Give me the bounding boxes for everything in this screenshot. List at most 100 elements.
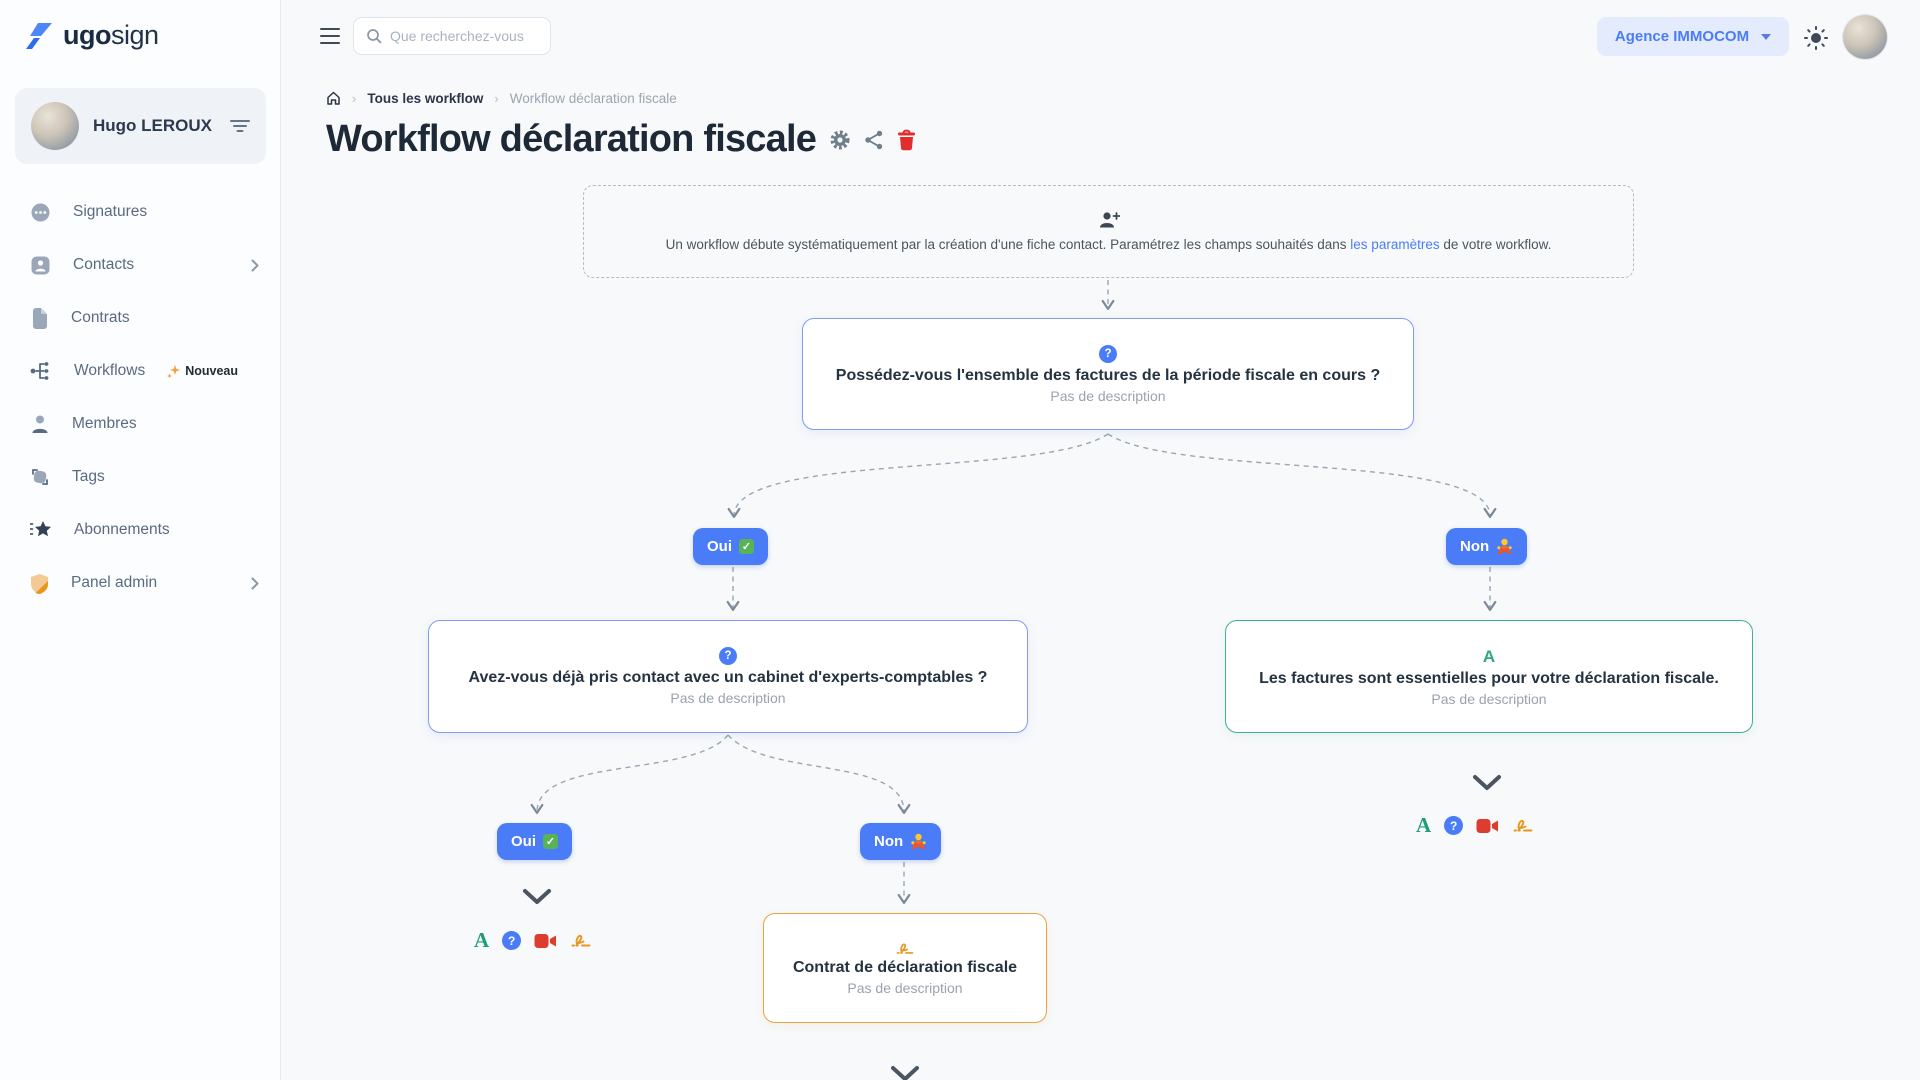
node-contract[interactable]: Contrat de déclaration fiscale Pas de de… xyxy=(763,913,1047,1023)
video-camera-icon xyxy=(1476,818,1499,833)
sidebar-item-tags[interactable]: Tags xyxy=(0,456,281,498)
branch2-yes-badge[interactable]: Oui ✓ xyxy=(497,823,572,860)
node-question-2[interactable]: ? Avez-vous déjà pris contact avec un ca… xyxy=(428,620,1028,733)
banner-settings-link[interactable]: les paramètres xyxy=(1350,237,1440,252)
branch2-no-badge[interactable]: Non xyxy=(860,823,942,860)
node-info-text[interactable]: A Les factures sont essentielles pour vo… xyxy=(1225,620,1753,733)
workflow-share-button[interactable] xyxy=(864,130,884,150)
node-description: Pas de description xyxy=(670,690,786,706)
share-icon xyxy=(865,130,883,149)
gear-icon xyxy=(830,130,850,149)
search-input[interactable] xyxy=(390,28,530,44)
members-icon xyxy=(32,415,48,433)
user-card[interactable]: Hugo LEROUX xyxy=(15,88,266,164)
signature-icon xyxy=(896,943,914,954)
expand-chevron[interactable] xyxy=(1471,773,1503,792)
title-row: Workflow déclaration fiscale xyxy=(326,118,916,161)
add-question-button[interactable]: ? xyxy=(1444,816,1464,835)
node-title: Avez-vous déjà pris contact avec un cabi… xyxy=(468,669,988,686)
sidebar-item-label: Workflows xyxy=(74,362,146,379)
search-icon xyxy=(367,29,382,44)
branch-no-badge[interactable]: Non xyxy=(1446,528,1528,565)
brand-logo[interactable]: ugosign xyxy=(24,20,159,51)
video-camera-icon xyxy=(534,933,557,948)
page-title: Workflow déclaration fiscale xyxy=(326,118,817,160)
workflow-delete-button[interactable] xyxy=(897,129,916,151)
question-icon: ? xyxy=(1099,344,1117,363)
sidebar-item-contrats[interactable]: Contrats xyxy=(0,297,281,339)
add-step-icon-row: A ? xyxy=(474,928,592,953)
node-description: Pas de description xyxy=(847,979,963,996)
main-content: Agence IMMOCOM › Tous les workflow xyxy=(281,0,1920,1080)
sidebar-item-label: Signatures xyxy=(73,203,148,220)
contracts-icon xyxy=(33,307,47,329)
subscriptions-star-icon xyxy=(30,521,51,537)
home-icon[interactable] xyxy=(326,91,341,106)
search-box xyxy=(353,17,551,55)
workflows-new-badge: Nouveau xyxy=(167,364,238,378)
breadcrumb-all-workflows[interactable]: Tous les workflow xyxy=(367,91,484,106)
banner-text: Un workflow débute systématiquement par … xyxy=(665,237,1552,252)
node-title: Contrat de déclaration fiscale xyxy=(792,958,1018,976)
chevron-down-icon xyxy=(1761,33,1772,40)
sidebar-item-abonnements[interactable]: Abonnements xyxy=(0,509,281,551)
node-description: Pas de description xyxy=(1050,387,1166,404)
sun-icon xyxy=(1804,26,1828,50)
sidebar-item-label: Tags xyxy=(72,468,105,485)
no-gesture-emoji-icon xyxy=(1497,538,1512,555)
organization-switcher[interactable]: Agence IMMOCOM xyxy=(1597,17,1789,56)
admin-shield-icon xyxy=(31,573,48,594)
add-text-block-button[interactable]: A xyxy=(1416,813,1432,837)
sidebar-item-panel-admin[interactable]: Panel admin xyxy=(0,562,281,604)
add-signature-button[interactable] xyxy=(570,932,592,949)
no-gesture-emoji-icon xyxy=(911,833,926,850)
menu-toggle-button[interactable] xyxy=(320,28,340,44)
workflow-settings-button[interactable] xyxy=(829,129,851,151)
breadcrumb-separator: › xyxy=(494,91,499,106)
sidebar-item-membres[interactable]: Membres xyxy=(0,403,281,445)
flow-connectors xyxy=(530,280,1497,904)
sidebar-item-label: Abonnements xyxy=(74,521,170,538)
add-video-button[interactable] xyxy=(534,933,557,949)
sidebar-item-label: Panel admin xyxy=(71,574,158,591)
node-description: Pas de description xyxy=(1431,690,1547,707)
breadcrumb-current: Workflow déclaration fiscale xyxy=(509,91,677,106)
workflow-start-banner: Un workflow débute systématiquement par … xyxy=(583,185,1634,278)
add-video-button[interactable] xyxy=(1476,818,1499,834)
workflows-icon xyxy=(30,362,49,380)
trash-icon xyxy=(898,129,916,150)
user-name: Hugo LEROUX xyxy=(93,116,212,135)
theme-toggle-button[interactable] xyxy=(1803,25,1829,51)
breadcrumb-separator: › xyxy=(352,91,357,106)
add-question-button[interactable]: ? xyxy=(502,931,522,950)
branch-yes-badge[interactable]: Oui ✓ xyxy=(693,528,768,565)
sparkle-icon xyxy=(167,364,181,378)
signatures-icon xyxy=(31,203,50,221)
profile-avatar[interactable] xyxy=(1843,15,1887,59)
question-icon: ? xyxy=(719,647,737,665)
node-title: Possédez-vous l'ensemble des factures de… xyxy=(835,366,1381,384)
sidebar-item-label: Contrats xyxy=(71,309,130,326)
add-step-icon-row: A ? xyxy=(1416,813,1534,838)
filter-icon[interactable] xyxy=(230,119,250,133)
add-contact-icon xyxy=(1099,212,1120,228)
expand-chevron[interactable] xyxy=(521,887,553,906)
brand-logo-text: ugosign xyxy=(63,20,159,50)
node-start-question[interactable]: ? Possédez-vous l'ensemble des factures … xyxy=(802,318,1414,430)
sidebar-item-contacts[interactable]: Contacts xyxy=(0,244,281,286)
brand-logo-icon xyxy=(26,22,52,49)
expand-chevron[interactable] xyxy=(889,1064,921,1080)
sidebar-item-label: Contacts xyxy=(73,256,135,273)
sidebar-nav: Signatures Contacts Contrat xyxy=(0,191,281,604)
add-text-block-button[interactable]: A xyxy=(474,928,490,952)
tags-icon xyxy=(32,469,48,485)
sidebar-item-signatures[interactable]: Signatures xyxy=(0,191,281,233)
sidebar: ugosign Hugo LEROUX Signatures xyxy=(0,0,281,1080)
check-emoji-icon: ✓ xyxy=(543,834,558,849)
chevron-right-icon xyxy=(251,577,259,589)
signature-icon xyxy=(571,934,591,947)
signature-icon xyxy=(1513,819,1533,832)
add-signature-button[interactable] xyxy=(1512,817,1534,834)
sidebar-item-workflows[interactable]: Workflows Nouveau xyxy=(0,350,281,392)
